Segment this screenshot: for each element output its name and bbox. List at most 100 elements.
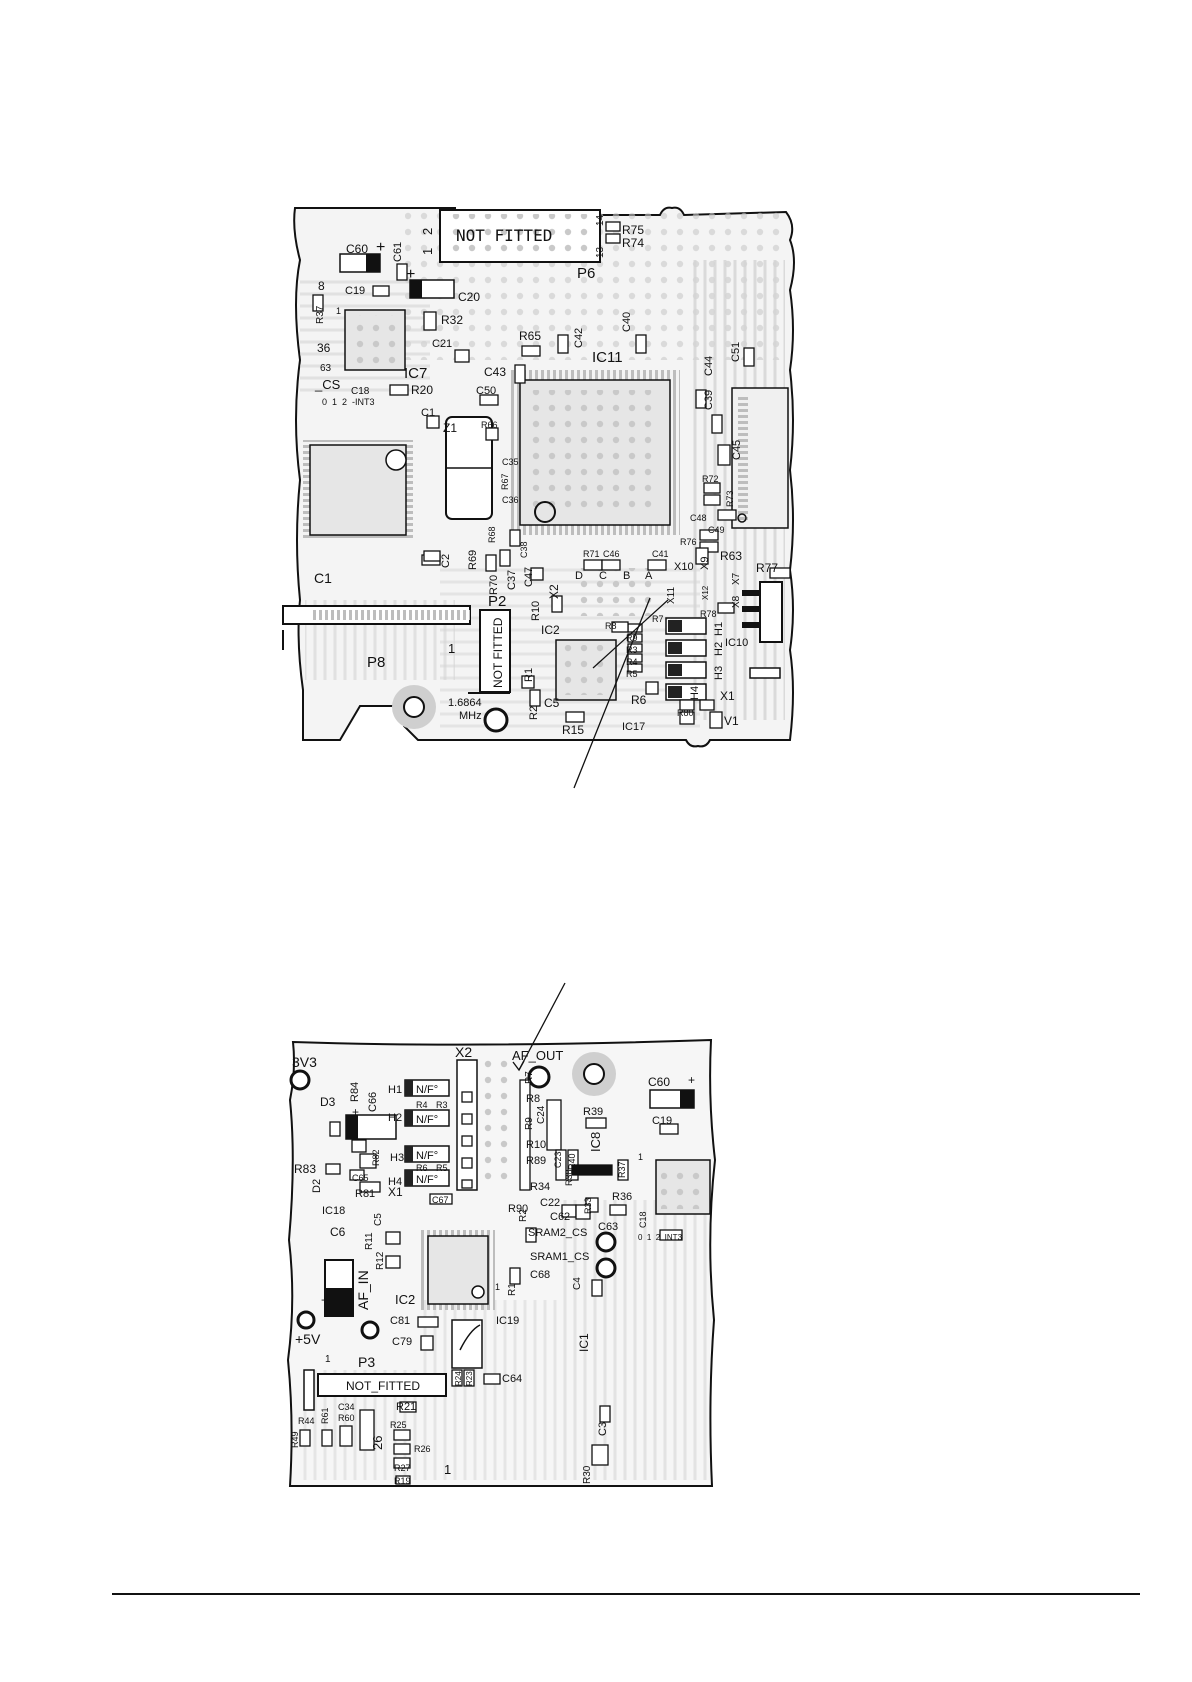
label-ic17: IC17	[622, 721, 645, 733]
label-x7: X7	[731, 572, 742, 585]
label-c65: C65	[352, 1173, 369, 1183]
label-r7: R7	[524, 1071, 535, 1084]
label-ic1: IC1	[577, 1333, 591, 1352]
label-r70: R70	[488, 575, 500, 595]
label-x10: X10	[674, 561, 694, 573]
label-p2: P2	[488, 593, 506, 610]
label-5v: +5V	[295, 1331, 321, 1347]
label-r6: R6	[416, 1163, 428, 1173]
label-c5: C5	[373, 1213, 384, 1226]
label-c60: C60	[648, 1075, 670, 1089]
label-sram2: SRAM2_CS	[528, 1227, 587, 1239]
label-r72: R72	[702, 474, 719, 484]
label-h3: H3	[713, 666, 725, 680]
label-c49: C49	[708, 525, 725, 535]
label-ic18: IC18	[322, 1205, 345, 1217]
label-c1-top: C1	[421, 407, 435, 419]
label-c6: C6	[330, 1225, 346, 1239]
label-r6: R6	[631, 693, 647, 707]
label-c40: C40	[621, 312, 633, 332]
label-c43: C43	[484, 365, 506, 379]
label-c36: C36	[502, 495, 519, 505]
label-x1: X1	[388, 1185, 403, 1199]
label-c37: C37	[506, 570, 518, 590]
label-36: 36	[317, 341, 331, 355]
label-a: A	[645, 570, 653, 582]
label-r8: R8	[605, 621, 617, 631]
label-r68: R68	[487, 526, 497, 543]
label-c79: C79	[392, 1336, 412, 1348]
label-r5: R5	[626, 669, 638, 679]
label-x2: X2	[547, 584, 561, 599]
label-r30: R30	[582, 1465, 593, 1484]
label-c67: C67	[432, 1195, 449, 1205]
label-r23: R23	[465, 1371, 474, 1386]
label-r12: R12	[375, 1251, 386, 1270]
label-c24: C24	[536, 1105, 547, 1124]
label-c64: C64	[502, 1373, 522, 1385]
footer-rule	[112, 1593, 1140, 1595]
label-r71: R71	[583, 549, 600, 559]
label-p6-not-fitted: NOT FITTED	[456, 226, 552, 245]
label-r37: R37	[617, 1161, 627, 1178]
label-r60: R60	[338, 1413, 355, 1423]
label-p6-pin14: 14	[595, 214, 606, 226]
label-c18: C18	[638, 1211, 648, 1228]
label-ic11: IC11	[592, 349, 623, 366]
label-r83: R83	[294, 1162, 316, 1176]
label-r44: R44	[298, 1416, 315, 1426]
label-r4: R4	[416, 1100, 428, 1110]
label-r74: R74	[622, 236, 644, 250]
label-r65: R65	[519, 329, 541, 343]
label-r32: R32	[441, 313, 463, 327]
label-r11: R11	[364, 1232, 375, 1250]
label-c39: C39	[703, 390, 715, 410]
label-c62: C62	[550, 1211, 570, 1223]
label-c23: C23	[553, 1151, 563, 1168]
label-r8: R8	[526, 1093, 540, 1105]
label-r2: R2	[518, 1209, 529, 1222]
label-r84: R84	[349, 1082, 361, 1102]
label-p6-pin2: 2	[420, 228, 435, 235]
top-board-labels: NOT FITTED 2 1 14 13 P6 R75 R74 C60 + C6…	[314, 214, 778, 737]
label-mhz: MHz	[459, 710, 482, 722]
label-r19: R19	[394, 1476, 411, 1486]
label-r1: R1	[523, 668, 535, 682]
label-cs: _CS	[314, 377, 341, 392]
label-c22: C22	[540, 1197, 560, 1209]
label-ic2: IC2	[541, 623, 560, 637]
label-r3: R3	[436, 1100, 448, 1110]
label-c19: C19	[345, 285, 365, 297]
label-1b: 1	[444, 1462, 451, 1477]
label-r10: R10	[526, 1139, 546, 1151]
label-c45: C45	[731, 440, 743, 460]
label-c61: C61	[392, 242, 404, 262]
label-h1: H1	[388, 1084, 402, 1096]
label-c42: C42	[573, 328, 585, 348]
label-sram1: SRAM1_CS	[530, 1251, 589, 1263]
label-h1: H1	[713, 622, 725, 636]
label-v1: V1	[724, 714, 739, 728]
label-plus-c6: +	[321, 1293, 328, 1307]
label-p3-pin1: 1	[325, 1354, 331, 1365]
label-r78: R78	[700, 609, 717, 619]
label-c41: C41	[652, 549, 669, 559]
label-c18: C18	[351, 386, 370, 397]
label-r27: R27	[394, 1463, 411, 1473]
label-nf-1: N/F°	[416, 1084, 438, 1096]
label-r26: R26	[414, 1444, 431, 1454]
label-c46: C46	[603, 549, 620, 559]
label-af-out: AF_OUT	[512, 1048, 563, 1063]
label-p6-pin13: 13	[595, 246, 606, 258]
label-1: 1	[638, 1152, 643, 1162]
label-plus-d3: +	[352, 1105, 359, 1119]
label-r9: R9	[524, 1117, 535, 1130]
label-3v3: 3V3	[292, 1054, 317, 1070]
label-r1: R1	[507, 1283, 518, 1296]
label-r34: R34	[530, 1181, 550, 1193]
label-freq: 1.6864	[448, 697, 482, 709]
label-h3: H3	[390, 1152, 404, 1164]
label-r5: R5	[436, 1163, 448, 1173]
label-r7: R7	[652, 614, 664, 624]
